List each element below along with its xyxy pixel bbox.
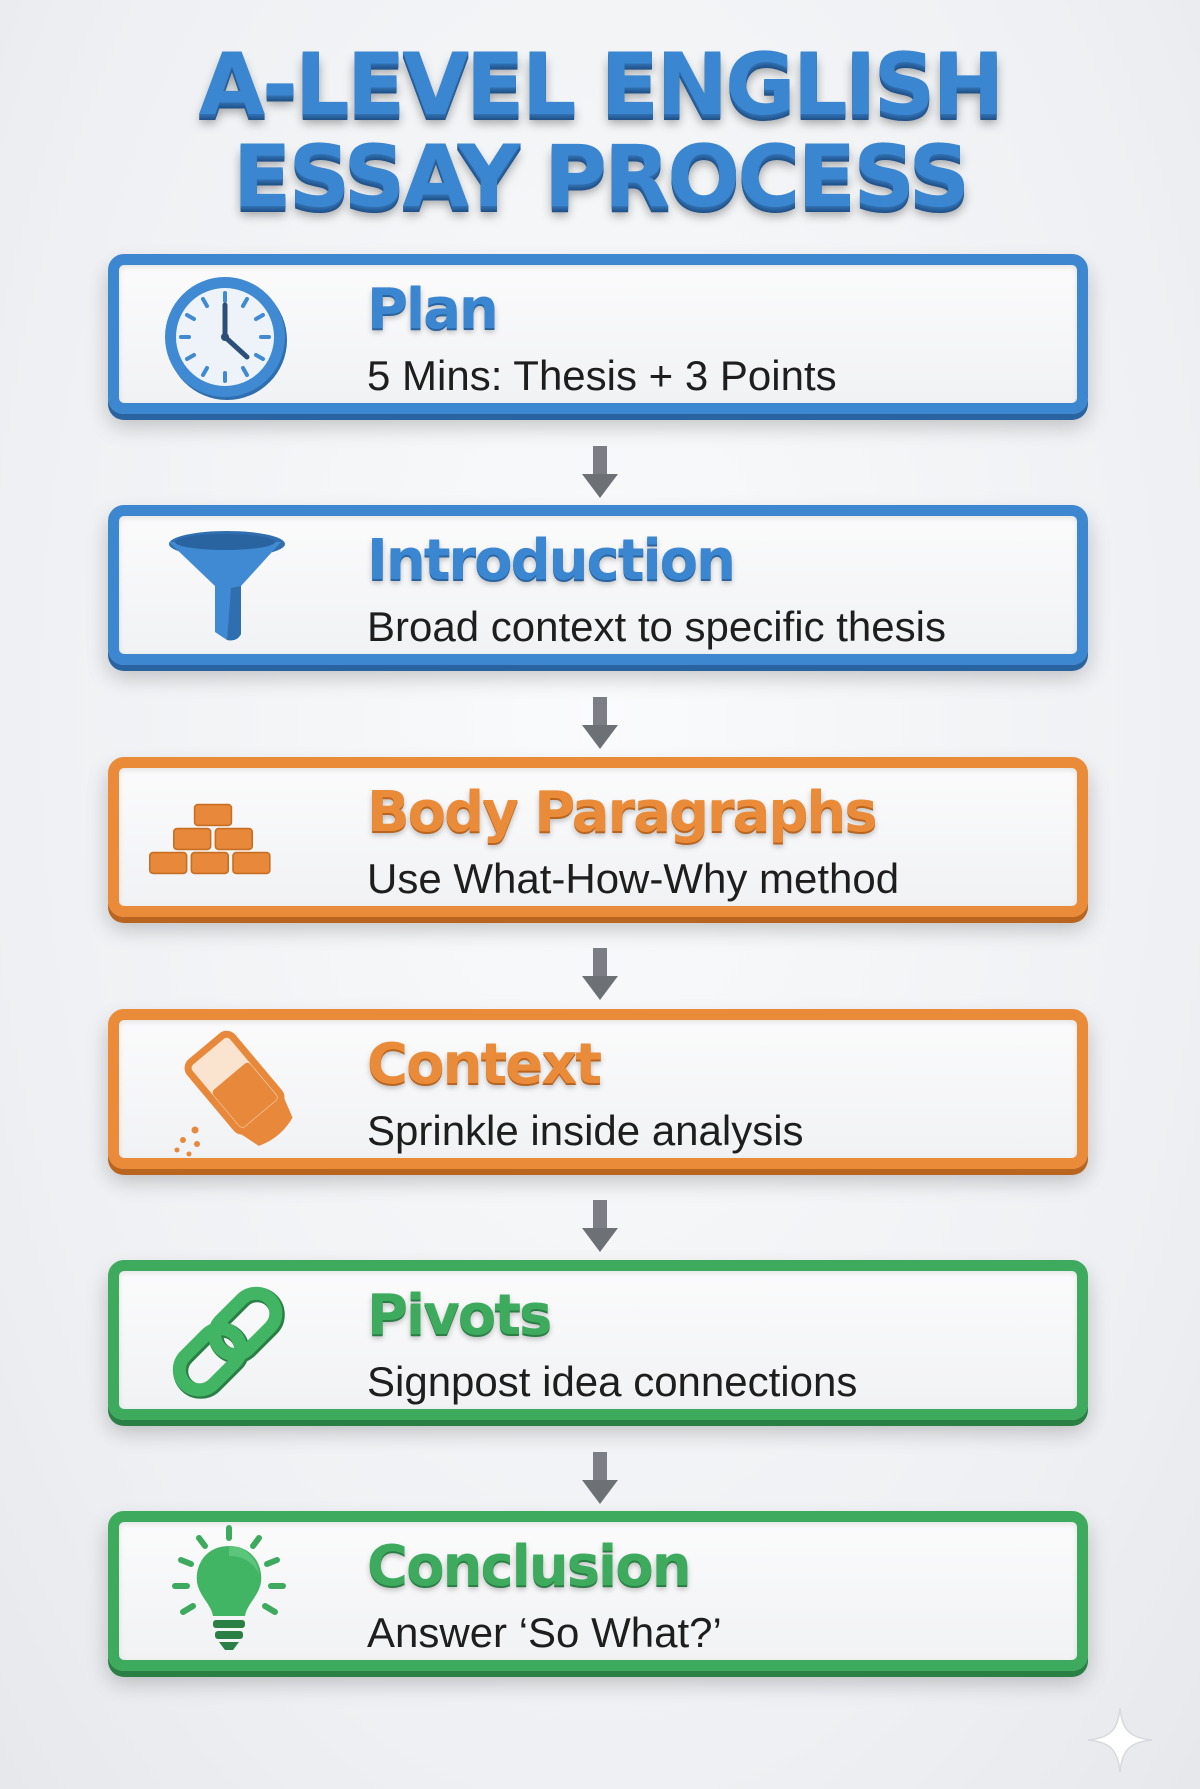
title-line-2: ESSAY PROCESS (232, 127, 971, 227)
step-title: Context (367, 1032, 602, 1097)
title-line-1: A-LEVEL ENGLISH (198, 35, 1005, 135)
clock-icon (161, 277, 297, 400)
step-title: Plan (367, 277, 499, 342)
bricks-icon (145, 780, 281, 898)
step-description: Sprinkle inside analysis (367, 1107, 804, 1154)
step-plan: Plan 5 Mins: Thesis + 3 Points (108, 254, 1088, 414)
salt-shaker-icon (161, 1030, 297, 1157)
step-pivots: Pivots Signpost idea connections (108, 1260, 1088, 1420)
step-description: Use What-How-Why method (367, 855, 900, 902)
down-arrow-icon (582, 697, 618, 755)
step-title: Conclusion (367, 1534, 692, 1599)
down-arrow-icon (582, 1200, 618, 1258)
sparkle-icon (1086, 1706, 1154, 1774)
chain-link-icon (161, 1283, 297, 1401)
step-body-paragraphs: Body Paragraphs Use What-How-Why method (108, 757, 1088, 917)
down-arrow-icon (582, 948, 618, 1006)
step-description: Broad context to specific thesis (367, 603, 946, 650)
down-arrow-icon (582, 446, 618, 504)
step-description: Answer ‘So What?’ (367, 1609, 722, 1656)
lightbulb-icon (161, 1525, 297, 1652)
funnel-icon (161, 528, 297, 646)
step-context: Context Sprinkle inside analysis (108, 1009, 1088, 1169)
down-arrow-icon (582, 1452, 618, 1510)
step-description: Signpost idea connections (367, 1358, 858, 1405)
step-title: Introduction (367, 528, 736, 593)
step-title: Body Paragraphs (367, 780, 878, 845)
step-conclusion: Conclusion Answer ‘So What?’ (108, 1511, 1088, 1671)
step-introduction: Introduction Broad context to specific t… (108, 505, 1088, 665)
step-title: Pivots (367, 1283, 552, 1348)
step-description: 5 Mins: Thesis + 3 Points (367, 352, 837, 399)
